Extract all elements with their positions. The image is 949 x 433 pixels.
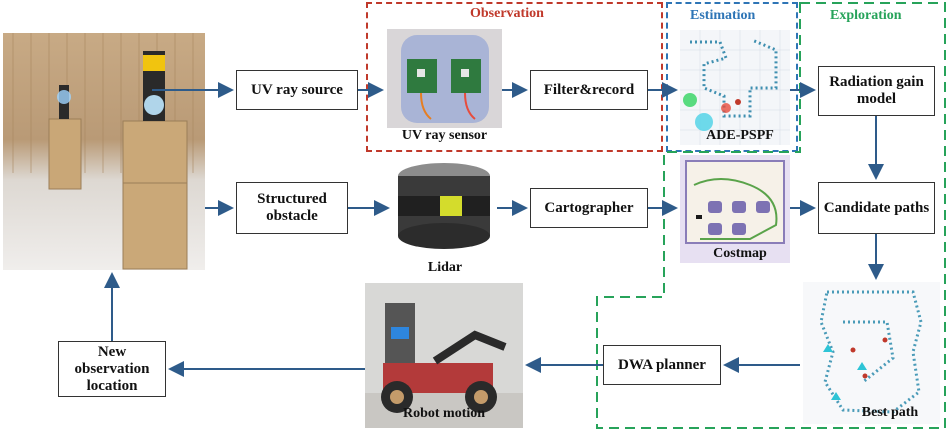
new-observation-location-box: New observation location: [58, 341, 166, 397]
costmap-caption: Costmap: [713, 246, 767, 261]
cartographer-box: Cartographer: [530, 188, 648, 228]
estimation-title: Estimation: [690, 8, 756, 23]
observation-title: Observation: [470, 6, 544, 21]
uv-ray-source-box: UV ray source: [236, 70, 358, 110]
scene-photo: [3, 33, 205, 270]
filter-record-box: Filter&record: [530, 70, 648, 110]
uv-ray-sensor-image: [387, 29, 502, 128]
costmap-image: [680, 155, 790, 263]
radiation-gain-model-box: Radiation gain model: [818, 66, 935, 116]
exploration-title: Exploration: [830, 8, 902, 23]
ade-pspf-caption: ADE-PSPF: [706, 128, 774, 143]
dwa-planner-box: DWA planner: [603, 345, 721, 385]
uv-ray-sensor-caption: UV ray sensor: [401, 128, 488, 143]
lidar-caption: Lidar: [427, 260, 463, 275]
ade-pspf-image: [680, 30, 790, 145]
structured-obstacle-box: Structured obstacle: [236, 182, 348, 234]
robot-motion-caption: Robot motion: [402, 406, 486, 421]
lidar-image: [392, 158, 497, 258]
best-path-image: [803, 282, 940, 424]
best-path-caption: Best path: [861, 405, 919, 420]
candidate-paths-box: Candidate paths: [818, 182, 935, 234]
robot-motion-image: [365, 283, 523, 428]
observation-region: [366, 2, 663, 152]
